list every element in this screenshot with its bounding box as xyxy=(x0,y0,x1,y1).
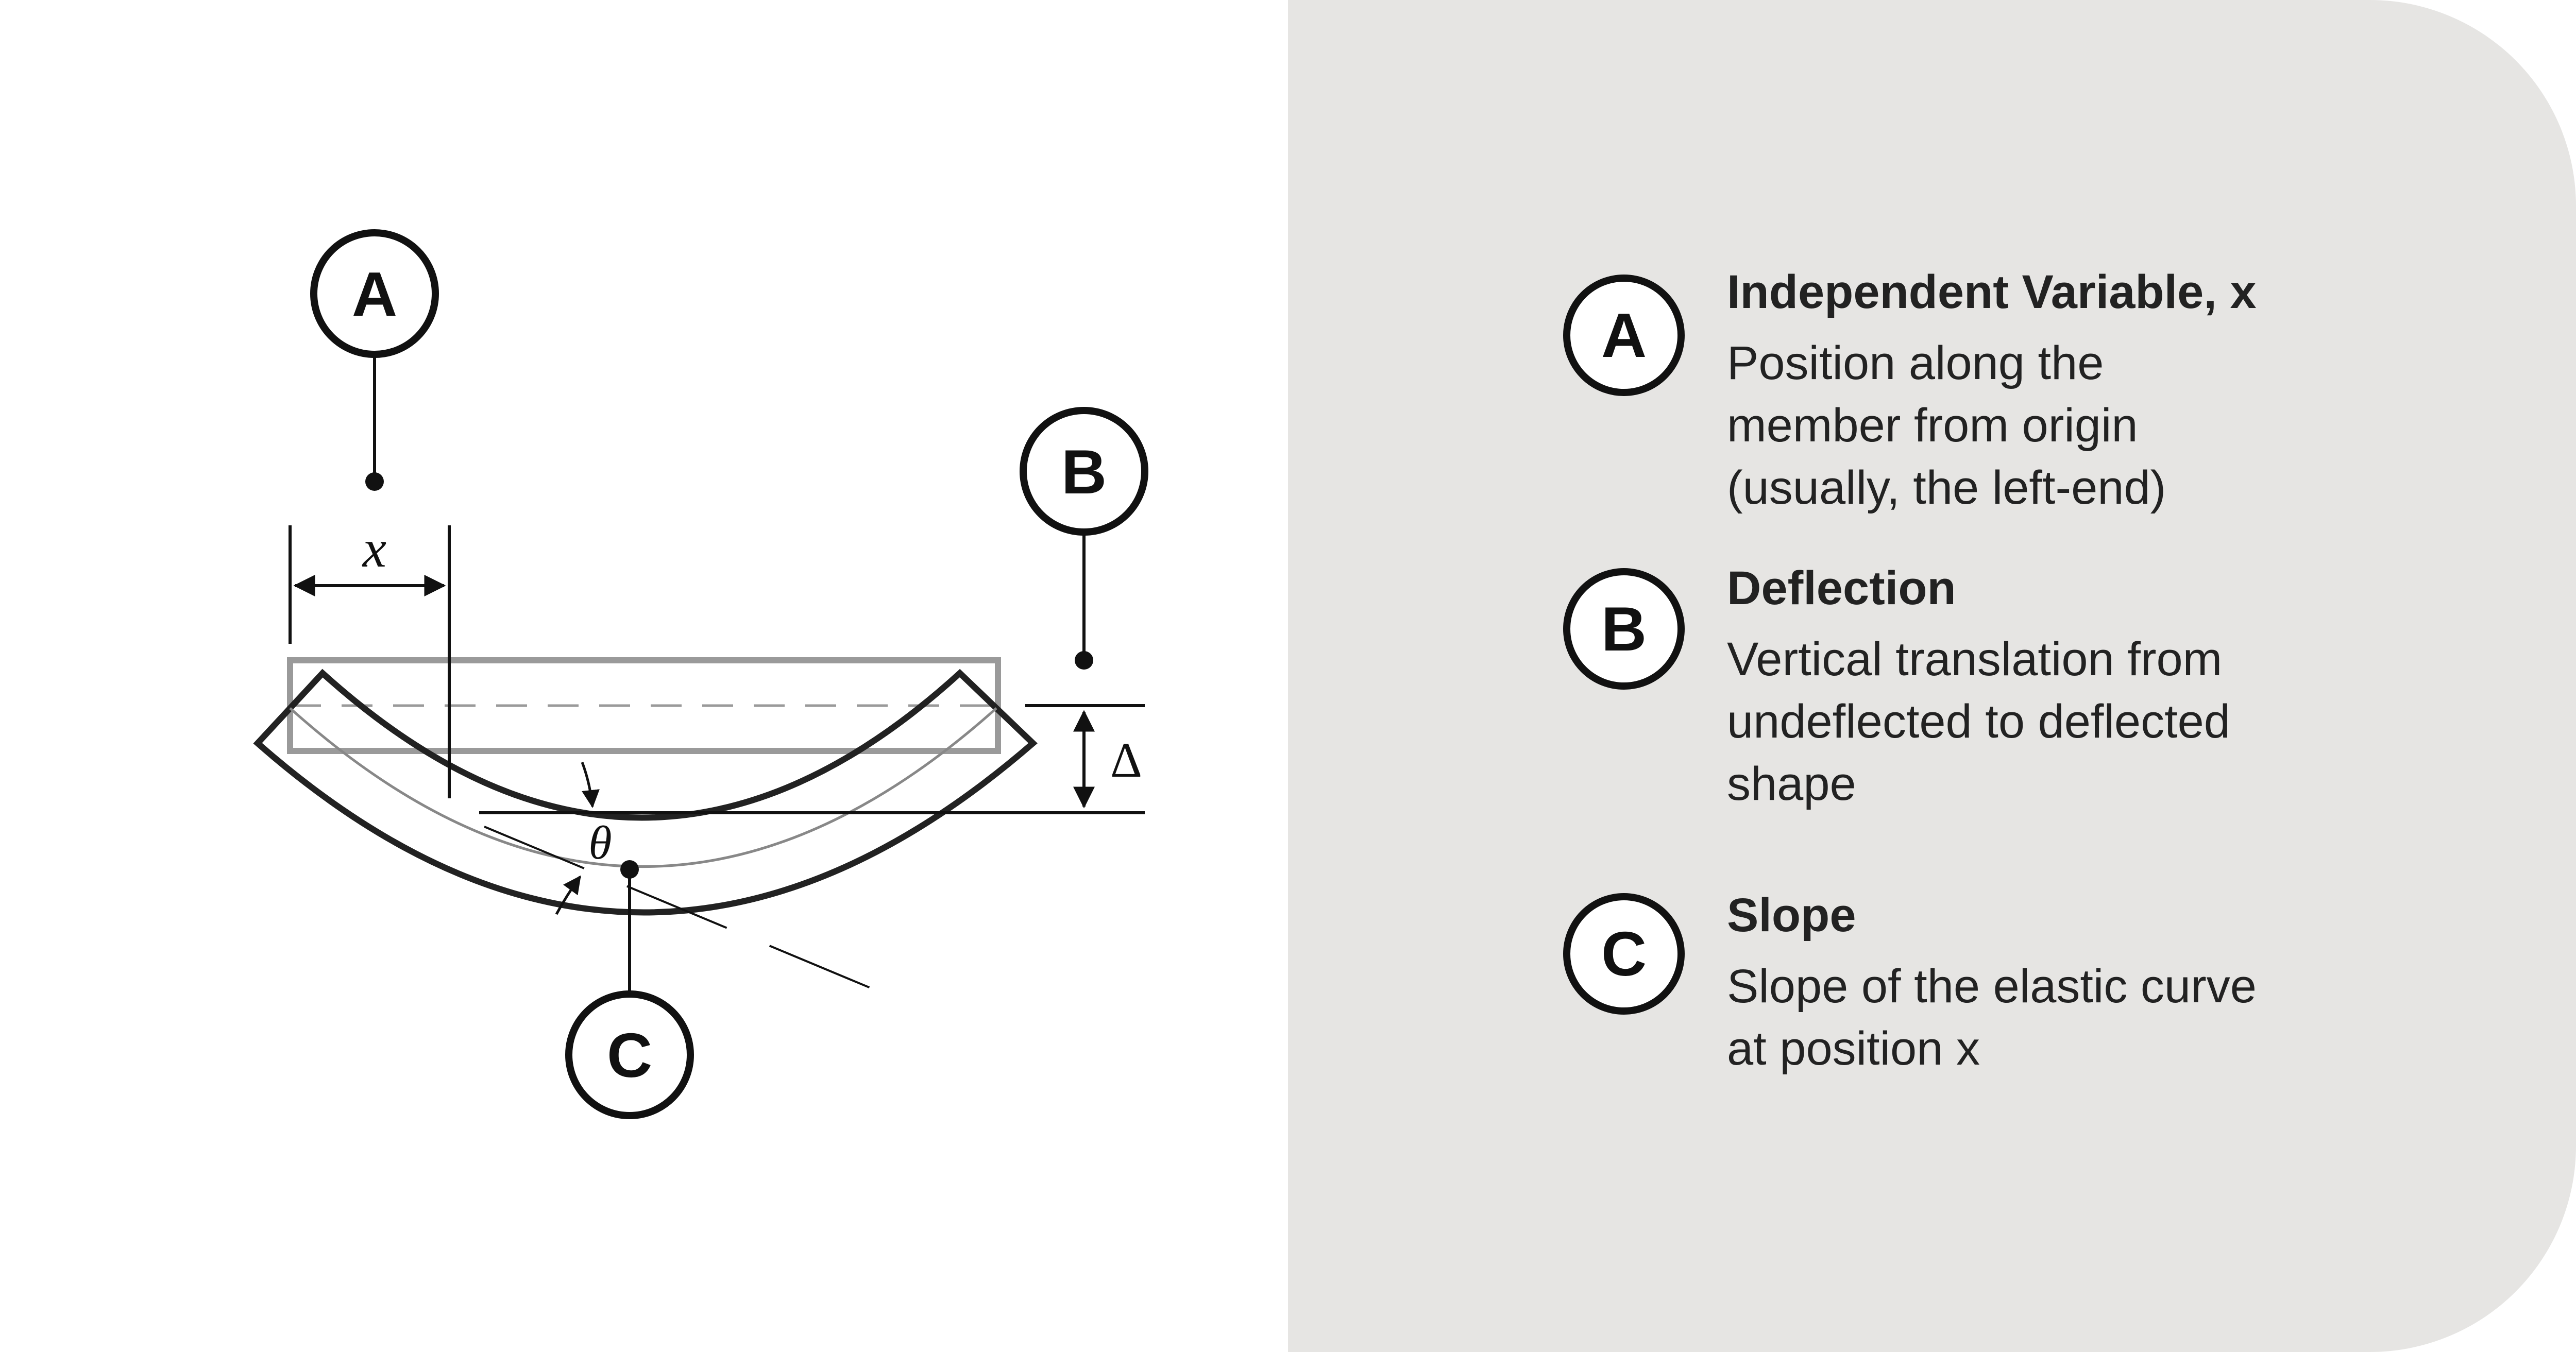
legend-c-title: Slope xyxy=(1727,889,1856,942)
legend-b-line-3: shape xyxy=(1727,758,1856,810)
callout-c-letter: C xyxy=(607,1020,652,1090)
deflected-beam xyxy=(253,669,1038,916)
legend-b-title: Deflection xyxy=(1727,562,1956,614)
delta-label: Δ xyxy=(1110,732,1142,788)
callout-a-badge xyxy=(310,229,439,358)
legend-b-description: Vertical translation from undeflected to… xyxy=(1727,628,2371,815)
legend-c-description: Slope of the elastic curve at position x xyxy=(1727,955,2371,1080)
legend-a-line-2: member from origin xyxy=(1727,399,2138,452)
legend-c-line-1: Slope of the elastic curve xyxy=(1727,960,2257,1013)
x-label: x xyxy=(362,519,386,578)
theta-label: θ xyxy=(588,816,612,869)
legend-a-description: Position along the member from origin (u… xyxy=(1727,332,2371,519)
legend-c-line-2: at position x xyxy=(1727,1022,1980,1075)
legend-a-line-1: Position along the xyxy=(1727,337,2104,389)
callout-c-dot xyxy=(620,860,639,879)
legend-panel xyxy=(1288,0,2576,1352)
beam-deflection-diagram: x Δ θ A B C xyxy=(253,229,1148,1119)
callout-b-badge xyxy=(1020,407,1148,536)
callout-c-badge xyxy=(565,990,694,1119)
callout-b-letter: B xyxy=(1061,437,1107,507)
theta-arrow-upper xyxy=(581,762,600,808)
tangent-line xyxy=(484,826,892,998)
legend-a-badge: A xyxy=(1563,275,1685,396)
deflected-centerline xyxy=(289,707,997,868)
legend-b-line-1: Vertical translation from xyxy=(1727,633,2223,686)
callout-a-letter: A xyxy=(352,259,397,329)
callout-b-dot xyxy=(1075,651,1093,670)
callout-a-dot xyxy=(365,472,384,491)
theta-arrow-lower xyxy=(555,875,582,915)
legend-c-badge: C xyxy=(1563,893,1685,1015)
legend-b-line-2: undeflected to deflected xyxy=(1727,695,2230,748)
legend-b-badge: B xyxy=(1563,568,1685,690)
legend-a-title: Independent Variable, x xyxy=(1727,266,2257,318)
legend-a-line-3: (usually, the left-end) xyxy=(1727,461,2166,514)
